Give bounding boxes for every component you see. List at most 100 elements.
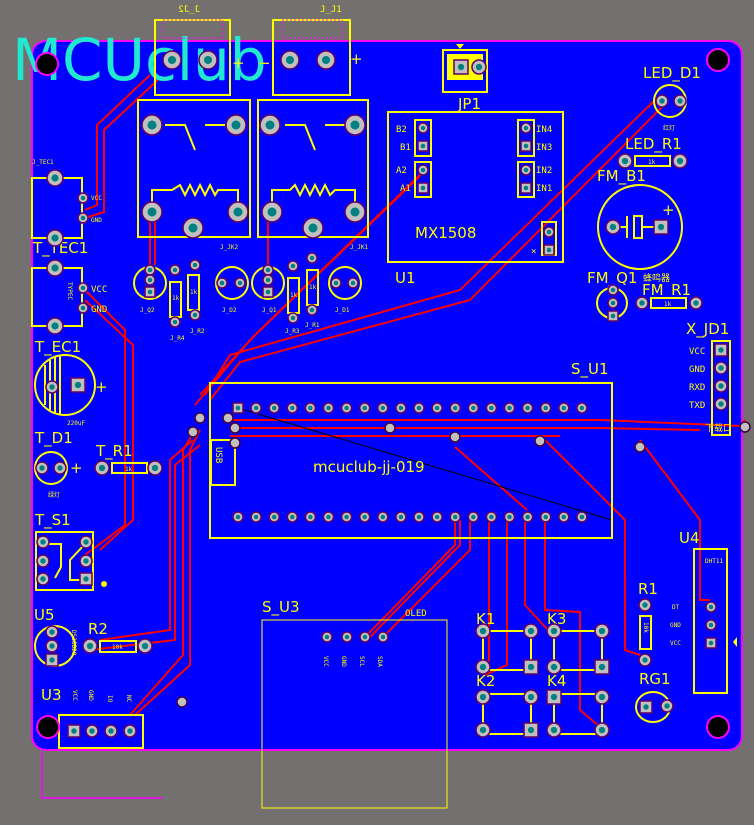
drill-hole (83, 558, 89, 564)
mounting-hole (706, 48, 730, 72)
silkscreen-label: 1k (125, 466, 133, 473)
silkscreen-label: SDA (376, 656, 383, 667)
drill-hole (525, 405, 530, 411)
drill-hole (398, 514, 404, 520)
silkscreen-label: 10k (642, 622, 649, 633)
silkscreen-label: DHT11 (705, 558, 723, 565)
silkscreen-label: J_R1 (305, 322, 320, 329)
drill-hole (89, 728, 95, 734)
drill-hole (51, 322, 59, 330)
drill-hole (550, 693, 558, 701)
drill-hole (561, 405, 567, 411)
via (634, 441, 646, 453)
drill-hole (434, 514, 440, 520)
motor-driver-u1: B2 B1 A2 A1 IN4 IN3 IN2 IN1 × MX1508 U1 (387, 111, 564, 287)
silkscreen-label: IN2 (536, 166, 552, 176)
drill-hole (326, 405, 331, 411)
drill-hole (308, 405, 313, 411)
drill-hole (344, 514, 349, 520)
via (229, 437, 241, 449)
silkscreen-label: 1k (664, 301, 672, 308)
silkscreen-label: LED_D1 (643, 64, 701, 83)
drill-hole (271, 514, 277, 520)
drill-hole (416, 405, 422, 411)
silkscreen-label: T_D1 (34, 429, 73, 448)
silkscreen-label: GND (91, 305, 107, 315)
drill-hole (309, 255, 315, 261)
switch-t-s1: T_S1 (34, 511, 107, 591)
via (194, 412, 206, 424)
drill-hole (265, 289, 271, 295)
silkscreen-label: A2 (396, 166, 407, 176)
drill-hole (344, 405, 349, 411)
drill-hole (718, 365, 724, 371)
silkscreen-label: J_R2 (190, 328, 205, 335)
drill-hole (621, 157, 629, 165)
silkscreen-label: U4 (679, 529, 700, 547)
drill-hole (420, 143, 426, 149)
drill-hole (362, 405, 367, 411)
silkscreen-label: 红灯 (663, 124, 675, 132)
silkscreen-label: J_TEC1 (32, 159, 54, 166)
silkscreen-label: T_EC1 (34, 338, 81, 357)
silkscreen-label: K3 (547, 610, 566, 628)
via (384, 422, 396, 434)
terminal-j1-minus: − (258, 54, 271, 72)
via (222, 412, 234, 424)
drill-hole (708, 622, 714, 628)
drill-hole (235, 405, 241, 411)
drill-hole (457, 63, 465, 71)
drill-hole (172, 319, 178, 325)
drill-hole (479, 663, 487, 671)
drill-hole (434, 405, 440, 411)
drill-hole (203, 55, 213, 65)
silkscreen-label: VCC (689, 347, 705, 357)
silkscreen-label: + (70, 459, 83, 477)
mounting-holes (35, 48, 730, 739)
silkscreen-label: GND (689, 365, 705, 375)
drill-hole (147, 207, 157, 217)
drill-hole (80, 305, 86, 311)
silkscreen-label: U3 (41, 686, 62, 704)
silkscreen-label: LED_R1 (625, 135, 682, 154)
drill-hole (253, 514, 259, 520)
silkscreen-label: 1k (290, 292, 298, 299)
silkscreen-label: 10k (112, 644, 123, 651)
silkscreen-label: S_U1 (571, 360, 609, 379)
drill-hole (321, 55, 331, 65)
drill-hole (489, 514, 494, 520)
drill-hole (708, 604, 714, 610)
silkscreen-label: VCC (670, 640, 681, 647)
drill-hole (452, 405, 458, 411)
silkscreen-label: × (531, 247, 536, 257)
drill-hole (326, 514, 331, 520)
silkscreen-label: OLED (405, 609, 427, 619)
drill-hole (39, 465, 45, 471)
silkscreen-label: S_U3 (262, 598, 300, 617)
drill-hole (265, 267, 271, 273)
drill-hole (598, 726, 606, 734)
drill-hole (362, 514, 367, 520)
drill-hole (51, 234, 59, 242)
u1-name: MX1508 (415, 224, 476, 242)
drill-hole (523, 167, 529, 173)
drill-hole (527, 627, 535, 635)
sensor-area-right: R1 10k RG1 U4 DHT11 DT GND VCC (635, 529, 737, 723)
silkscreen-label: K4 (547, 672, 566, 690)
silkscreen-label: GND (670, 622, 681, 629)
drill-hole (253, 405, 259, 411)
jp1-label: JP1 (457, 95, 481, 113)
silkscreen-label: B2 (396, 125, 407, 135)
drill-hole (523, 143, 529, 149)
pads (35, 50, 751, 738)
drill-hole (83, 539, 89, 545)
silkscreen-label: VCC (91, 285, 107, 295)
silkscreen-label: T_S1 (34, 511, 71, 530)
led-d1: LED_D1 红灯 LED_R1 1k (625, 64, 701, 167)
drill-hole (527, 663, 535, 671)
terminal-j1-label: J_J1 (320, 5, 342, 15)
drill-hole (523, 125, 529, 131)
relay-jk1-label: J_JK1 (350, 244, 368, 251)
drill-hole (507, 514, 512, 520)
